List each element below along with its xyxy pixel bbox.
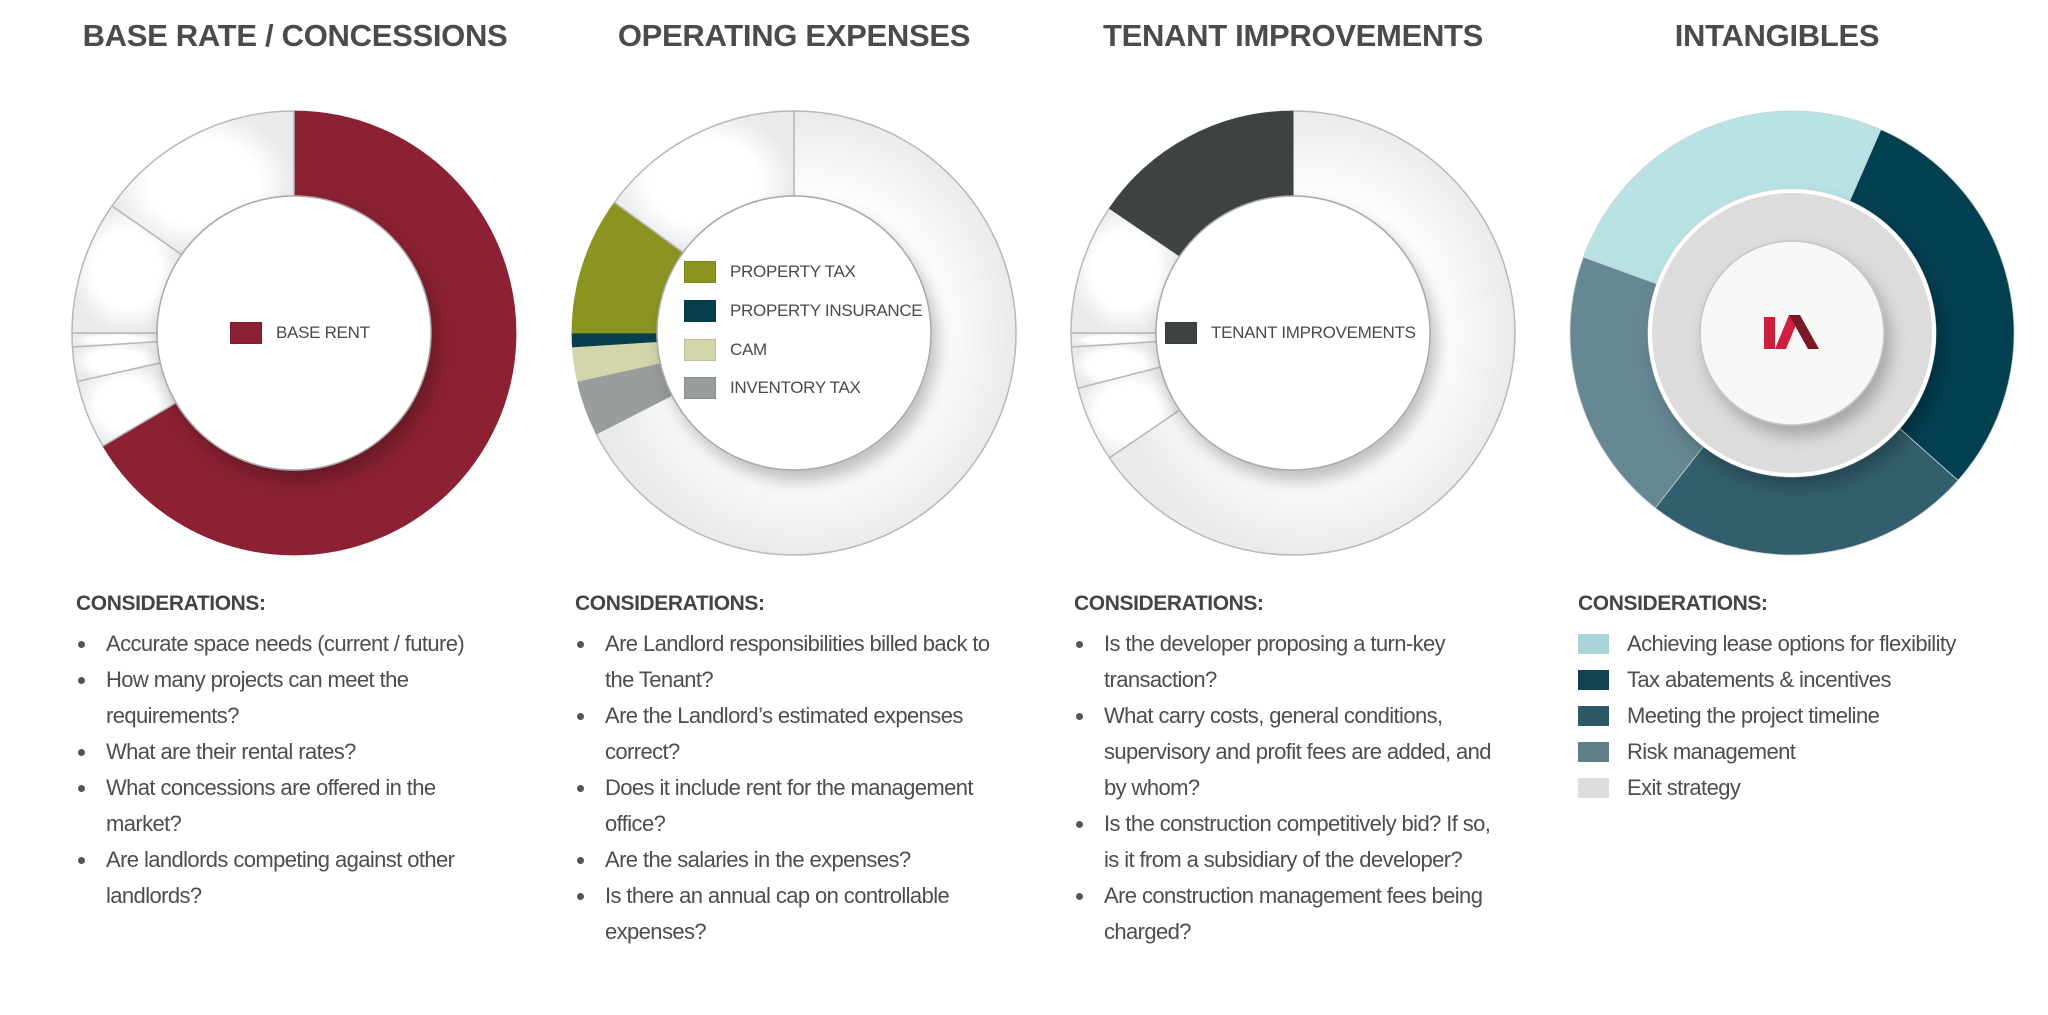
legend-label: Achieving lease options for flexibility	[1627, 631, 1956, 656]
legend-achieving-lease-options: Achieving lease options for flexibility	[1578, 626, 2038, 662]
chart-title-intangibles: INTANGIBLES	[1674, 18, 1880, 53]
legend-project-timeline: Meeting the project timeline	[1578, 698, 2038, 734]
slice-risk-management	[1569, 256, 1704, 509]
considerations-tenant-improvements: CONSIDERATIONS: Is the developer proposi…	[1074, 592, 1534, 950]
donut-center	[656, 195, 932, 471]
legend-swatch	[684, 261, 716, 283]
list-item: Are the salaries in the expenses?	[575, 842, 1000, 878]
legend-label: TENANT IMPROVEMENTS	[1211, 323, 1416, 342]
legend-swatch	[684, 300, 716, 322]
list-item: What carry costs, general conditions, su…	[1074, 698, 1499, 806]
list-item: Are Landlord responsibilities billed bac…	[575, 626, 1000, 698]
legend-swatch	[684, 339, 716, 361]
company-logo-icon	[1764, 315, 1819, 349]
donut-center	[1155, 195, 1431, 471]
considerations-intangibles: CONSIDERATIONS: Achieving lease options …	[1578, 592, 2038, 806]
donut-chart-tenant-improvements	[1063, 103, 1523, 563]
legend-label: BASE RENT	[276, 323, 370, 342]
legend-label: PROPERTY INSURANCE	[730, 301, 923, 320]
legend-property-tax: PROPERTY TAX	[684, 261, 856, 283]
legend-swatch	[1578, 634, 1609, 654]
donut-chart-base-rate	[64, 103, 524, 563]
list-item: Are the Landlord’s estimated expenses co…	[575, 698, 1000, 770]
legend-inventory-tax: INVENTORY TAX	[684, 377, 861, 399]
list-item: Are construction management fees being c…	[1074, 878, 1499, 950]
legend-tenant-improvements: TENANT IMPROVEMENTS	[1165, 322, 1416, 344]
list-item: Accurate space needs (current / future)	[76, 626, 501, 662]
chart-title-base-rate: BASE RATE / CONCESSIONS	[82, 18, 508, 53]
legend-risk-management: Risk management	[1578, 734, 2038, 770]
considerations-operating-expenses: CONSIDERATIONS: Are Landlord responsibil…	[575, 592, 1035, 950]
legend-label: CAM	[730, 340, 767, 359]
considerations-heading: CONSIDERATIONS:	[1578, 592, 1768, 615]
donut-center	[156, 195, 432, 471]
chart-title-operating-expenses: OPERATING EXPENSES	[617, 18, 971, 53]
considerations-heading: CONSIDERATIONS:	[76, 592, 266, 615]
legend-base-rent: BASE RENT	[230, 322, 370, 344]
legend-property-insurance: PROPERTY INSURANCE	[684, 300, 923, 322]
chart-title-tenant-improvements: TENANT IMPROVEMENTS	[1102, 18, 1484, 53]
legend-swatch	[1165, 322, 1197, 344]
legend-swatch	[1578, 742, 1609, 762]
legend-label: Risk management	[1627, 739, 1796, 764]
list-item: Is the construction competitively bid? I…	[1074, 806, 1499, 878]
list-item: What concessions are offered in the mark…	[76, 770, 501, 842]
list-item: Does it include rent for the management …	[575, 770, 1000, 842]
list-item: Is the developer proposing a turn-key tr…	[1074, 626, 1499, 698]
considerations-heading: CONSIDERATIONS:	[1074, 592, 1264, 615]
considerations-heading: CONSIDERATIONS:	[575, 592, 765, 615]
legend-swatch	[1578, 778, 1609, 798]
legend-swatch	[684, 377, 716, 399]
list-item: Are landlords competing against other la…	[76, 842, 501, 914]
legend-swatch	[230, 322, 262, 344]
legend-label: INVENTORY TAX	[730, 378, 861, 397]
legend-label: PROPERTY TAX	[730, 262, 856, 281]
list-item: What are their rental rates?	[76, 734, 501, 770]
legend-swatch	[1578, 706, 1609, 726]
legend-swatch	[1578, 670, 1609, 690]
list-item: Is there an annual cap on controllable e…	[575, 878, 1000, 950]
considerations-base-rate: CONSIDERATIONS: Accurate space needs (cu…	[76, 592, 536, 914]
slice-achieving-lease-options-for-flexibility	[1582, 110, 1882, 285]
legend-label: Exit strategy	[1627, 775, 1741, 800]
legend-exit-strategy: Exit strategy	[1578, 770, 2038, 806]
donut-chart-intangibles	[1562, 103, 2022, 563]
legend-label: Meeting the project timeline	[1627, 703, 1880, 728]
legend-tax-abatements: Tax abatements & incentives	[1578, 662, 2038, 698]
legend-cam: CAM	[684, 339, 767, 361]
legend-label: Tax abatements & incentives	[1627, 667, 1891, 692]
donut-chart-operating-expenses	[564, 103, 1024, 563]
list-item: How many projects can meet the requireme…	[76, 662, 501, 734]
